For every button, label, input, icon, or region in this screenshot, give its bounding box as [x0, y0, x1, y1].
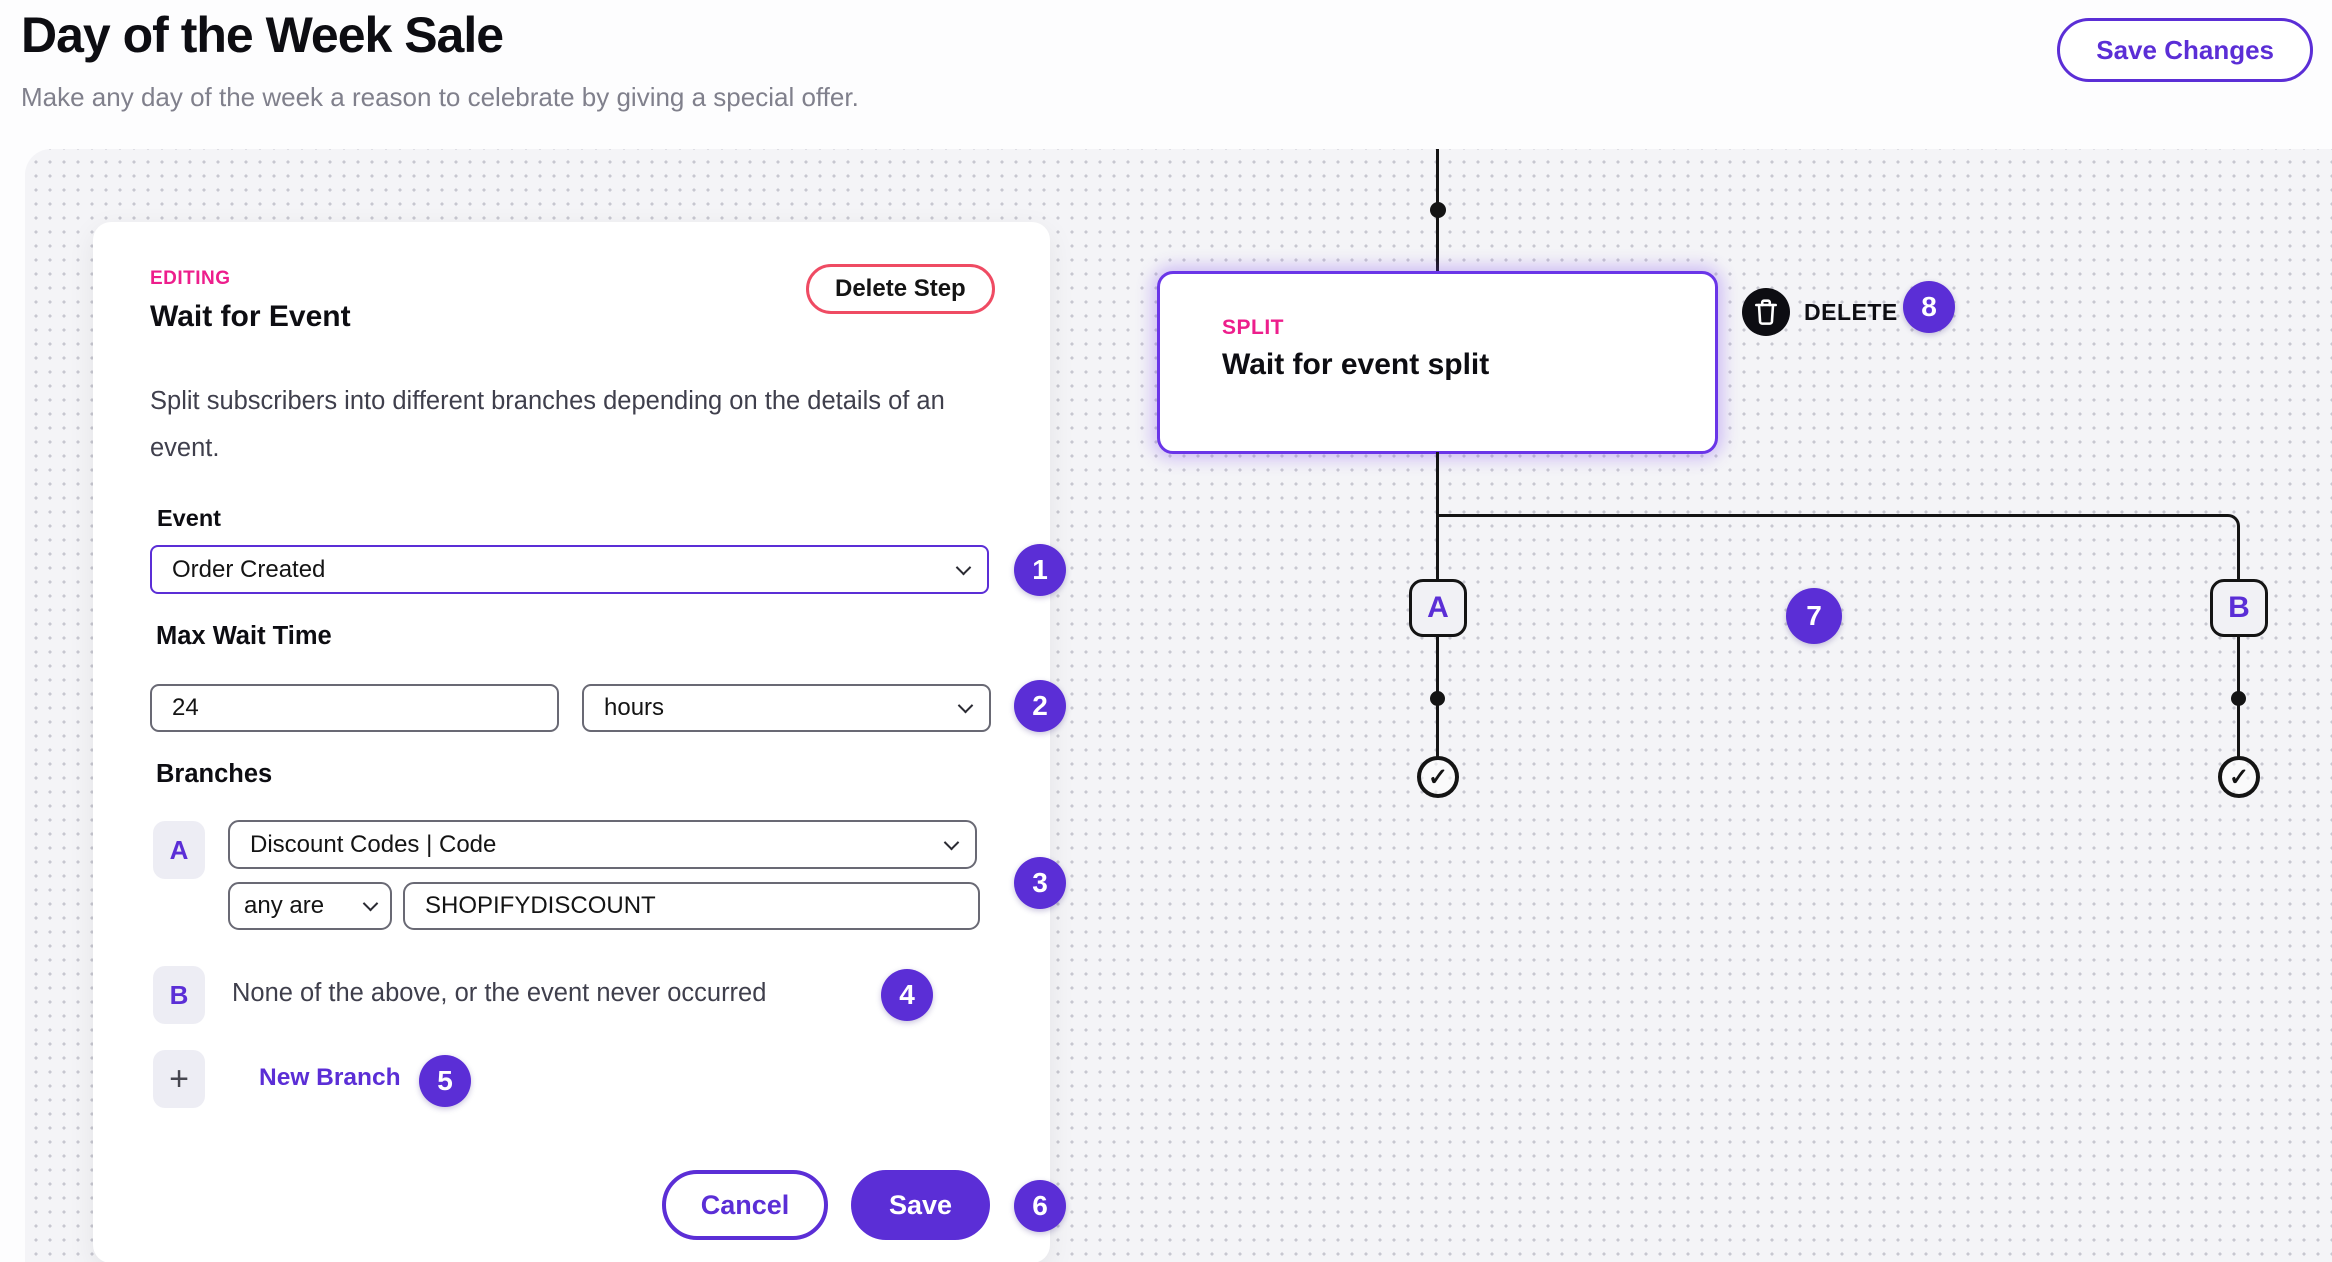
- event-select[interactable]: Order Created: [150, 545, 989, 594]
- max-wait-value: 24: [172, 694, 199, 721]
- branch-a-node[interactable]: A: [1409, 579, 1467, 637]
- connector-top-dot: [1430, 202, 1446, 218]
- branch-b-node[interactable]: B: [2210, 579, 2268, 637]
- plus-icon: +: [169, 1059, 189, 1098]
- save-button[interactable]: Save: [851, 1170, 990, 1240]
- branches-label: Branches: [156, 760, 273, 788]
- branch-b-chip: B: [153, 966, 205, 1024]
- annotation-badge-7: 7: [1786, 588, 1842, 644]
- branch-a-end-node[interactable]: ✓: [1417, 756, 1459, 798]
- page-title: Day of the Week Sale: [21, 7, 504, 63]
- new-branch-link[interactable]: New Branch: [259, 1064, 401, 1091]
- branch-b-chip-letter: B: [169, 979, 189, 1010]
- editing-status-label: EDITING: [150, 268, 231, 289]
- chevron-down-icon: [362, 895, 379, 912]
- annotation-badge-3: 3: [1014, 857, 1066, 909]
- annotation-badge-4: 4: [881, 969, 933, 1021]
- split-node-title: Wait for event split: [1222, 348, 1490, 381]
- cancel-button[interactable]: Cancel: [662, 1170, 828, 1240]
- connector-mid-line: [1436, 452, 1439, 583]
- max-wait-label: Max Wait Time: [156, 622, 332, 650]
- branch-a-property-select[interactable]: Discount Codes | Code: [228, 820, 977, 869]
- trash-icon: [1755, 299, 1777, 325]
- branch-b-description: None of the above, or the event never oc…: [232, 979, 767, 1007]
- annotation-badge-2: 2: [1014, 680, 1066, 732]
- max-wait-unit-select[interactable]: hours: [582, 684, 991, 732]
- delete-step-button[interactable]: Delete Step: [806, 264, 995, 314]
- step-description: Split subscribers into different branche…: [150, 387, 945, 462]
- chevron-down-icon: [955, 559, 972, 575]
- branch-a-dot: [1430, 691, 1445, 706]
- max-wait-unit-value: hours: [604, 694, 665, 721]
- check-icon: ✓: [1427, 763, 1449, 791]
- branch-b-letter: B: [2228, 591, 2250, 624]
- branch-a-code-input[interactable]: SHOPIFYDISCOUNT: [403, 882, 980, 930]
- check-icon: ✓: [2228, 763, 2250, 791]
- annotation-badge-5: 5: [419, 1055, 471, 1107]
- branch-a-condition-select[interactable]: any are: [228, 882, 392, 930]
- event-field-label: Event: [157, 505, 221, 531]
- max-wait-input[interactable]: 24: [150, 684, 559, 732]
- branch-a-code-value: SHOPIFYDISCOUNT: [425, 892, 656, 919]
- chevron-down-icon: [943, 834, 960, 850]
- annotation-badge-8: 8: [1903, 281, 1955, 333]
- branch-b-dot: [2231, 691, 2246, 706]
- delete-node-button[interactable]: [1742, 288, 1790, 336]
- branch-a-property-value: Discount Codes | Code: [250, 830, 497, 858]
- branch-a-chip: A: [153, 821, 205, 879]
- branch-elbow-line: [1438, 514, 2240, 584]
- split-node[interactable]: SPLIT Wait for event split: [1157, 271, 1718, 454]
- save-changes-button[interactable]: Save Changes: [2057, 18, 2313, 82]
- delete-node-label: DELETE: [1804, 299, 1898, 325]
- event-select-value: Order Created: [172, 555, 326, 583]
- step-title: Wait for Event: [150, 300, 351, 333]
- branch-a-letter: A: [1427, 591, 1449, 624]
- new-branch-button[interactable]: +: [153, 1050, 205, 1108]
- branch-a-condition-value: any are: [244, 892, 325, 919]
- branch-a-chip-letter: A: [169, 834, 189, 865]
- annotation-badge-6: 6: [1014, 1180, 1066, 1232]
- annotation-badge-1: 1: [1014, 544, 1066, 596]
- edit-panel: EDITING Delete Step Wait for Event Split…: [93, 222, 1050, 1262]
- chevron-down-icon: [957, 697, 974, 714]
- branch-b-end-node[interactable]: ✓: [2218, 756, 2260, 798]
- split-node-tag: SPLIT: [1222, 316, 1285, 339]
- page-subtitle: Make any day of the week a reason to cel…: [21, 82, 859, 112]
